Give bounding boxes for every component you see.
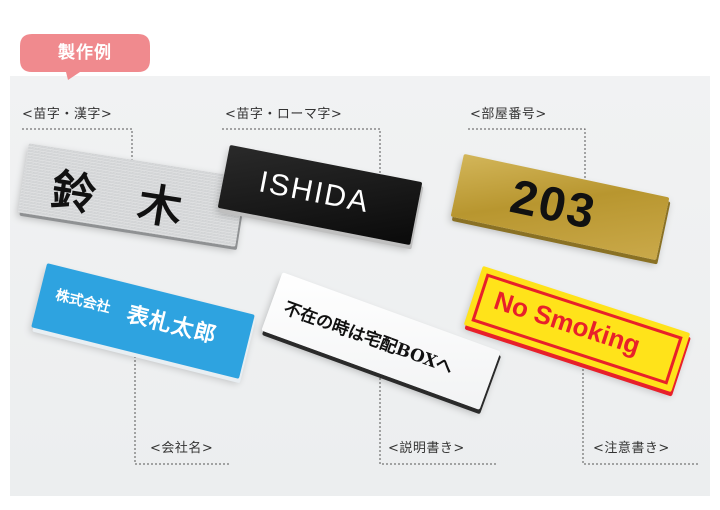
caption-kanji-name: <苗字・漢字> bbox=[22, 107, 113, 122]
caption-notice: <注意書き> bbox=[593, 441, 670, 456]
nameplate-blue-line2: 表札太郎 bbox=[124, 302, 220, 349]
caption-room-number: <部屋番号> bbox=[470, 107, 547, 122]
speech-bubble-icon bbox=[20, 34, 150, 80]
nameplate-blue-line1: 株式会社 bbox=[53, 287, 112, 317]
nameplate-gold-text: 203 bbox=[505, 170, 601, 240]
caption-company: <会社名> bbox=[150, 441, 214, 456]
caption-description: <説明書き> bbox=[388, 441, 465, 456]
caption-roman-name: <苗字・ローマ字> bbox=[225, 107, 343, 122]
nameplate-black-text: ISHIDA bbox=[256, 165, 373, 220]
section-badge-label: 製作例 bbox=[58, 43, 112, 63]
